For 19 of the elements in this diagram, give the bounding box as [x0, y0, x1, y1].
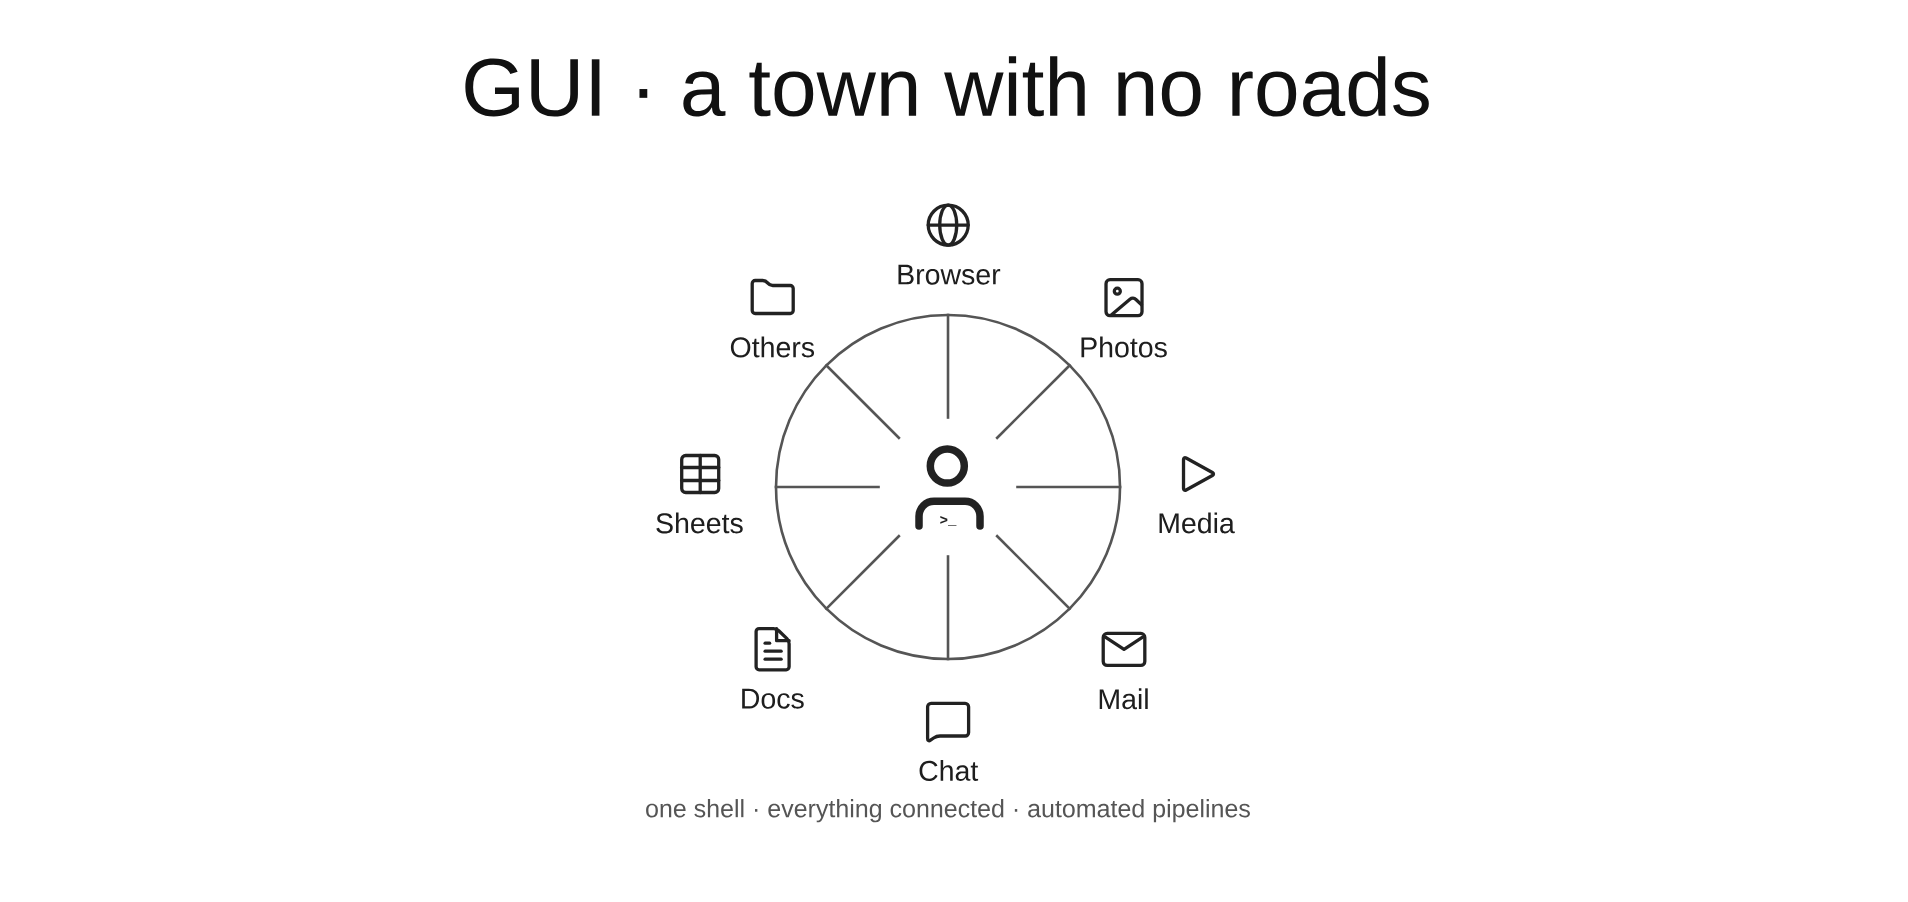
app-label: Media	[1159, 512, 1235, 534]
app-label: Photos	[1081, 336, 1167, 358]
spoke-line	[946, 313, 950, 419]
app-label: Chat	[919, 760, 979, 781]
app-label: Browser	[898, 264, 1001, 285]
spoke-line	[824, 363, 901, 440]
spoke-line	[774, 485, 880, 489]
app-label: Docs	[742, 688, 804, 709]
spoke-line	[995, 363, 1072, 440]
app-label: Mail	[1099, 688, 1148, 710]
prompt-text: >_	[940, 516, 957, 526]
spoke-line	[1016, 485, 1122, 489]
app-label: Sheets	[656, 512, 743, 534]
app-label: Others	[730, 336, 815, 358]
spoke-line	[946, 555, 950, 661]
caption: one shell · everything connected · automated pipelines	[646, 799, 1250, 823]
spoke-line	[995, 534, 1072, 611]
title: GUI · a town with no roads	[465, 56, 1429, 117]
spoke-line	[824, 534, 901, 611]
